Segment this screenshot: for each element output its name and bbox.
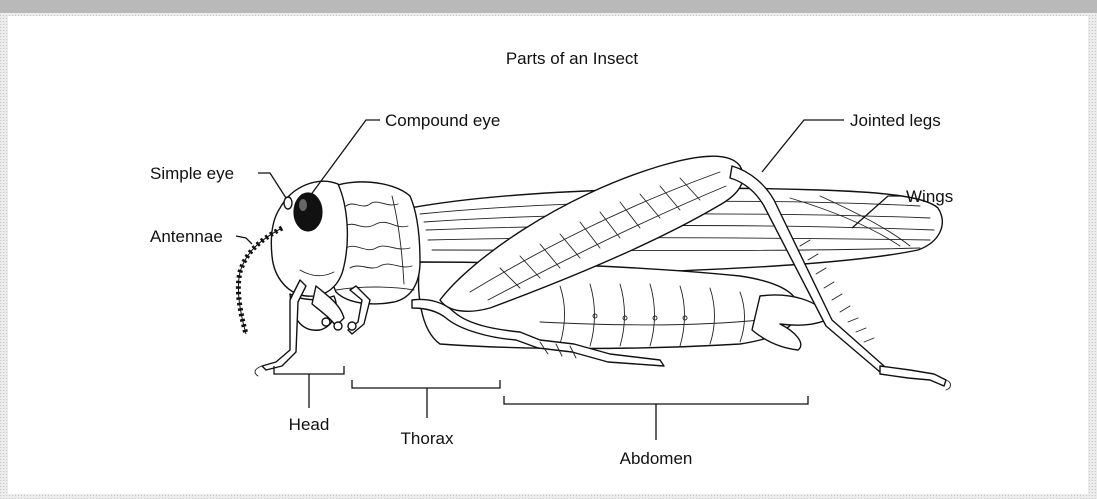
compound-eye	[294, 193, 322, 231]
label-thorax: Thorax	[401, 429, 454, 448]
label-compound-eye: Compound eye	[385, 111, 500, 130]
label-abdomen: Abdomen	[620, 449, 693, 468]
label-simple-eye: Simple eye	[150, 164, 234, 183]
top-strip	[0, 0, 1097, 13]
label-antennae: Antennae	[150, 227, 223, 246]
label-jointed-legs: Jointed legs	[850, 111, 941, 130]
diagram-title: Parts of an Insect	[506, 49, 639, 68]
compound-eye-highlight	[299, 199, 307, 211]
simple-eye	[284, 197, 292, 209]
label-head: Head	[289, 415, 330, 434]
label-wings: Wings	[906, 187, 953, 206]
